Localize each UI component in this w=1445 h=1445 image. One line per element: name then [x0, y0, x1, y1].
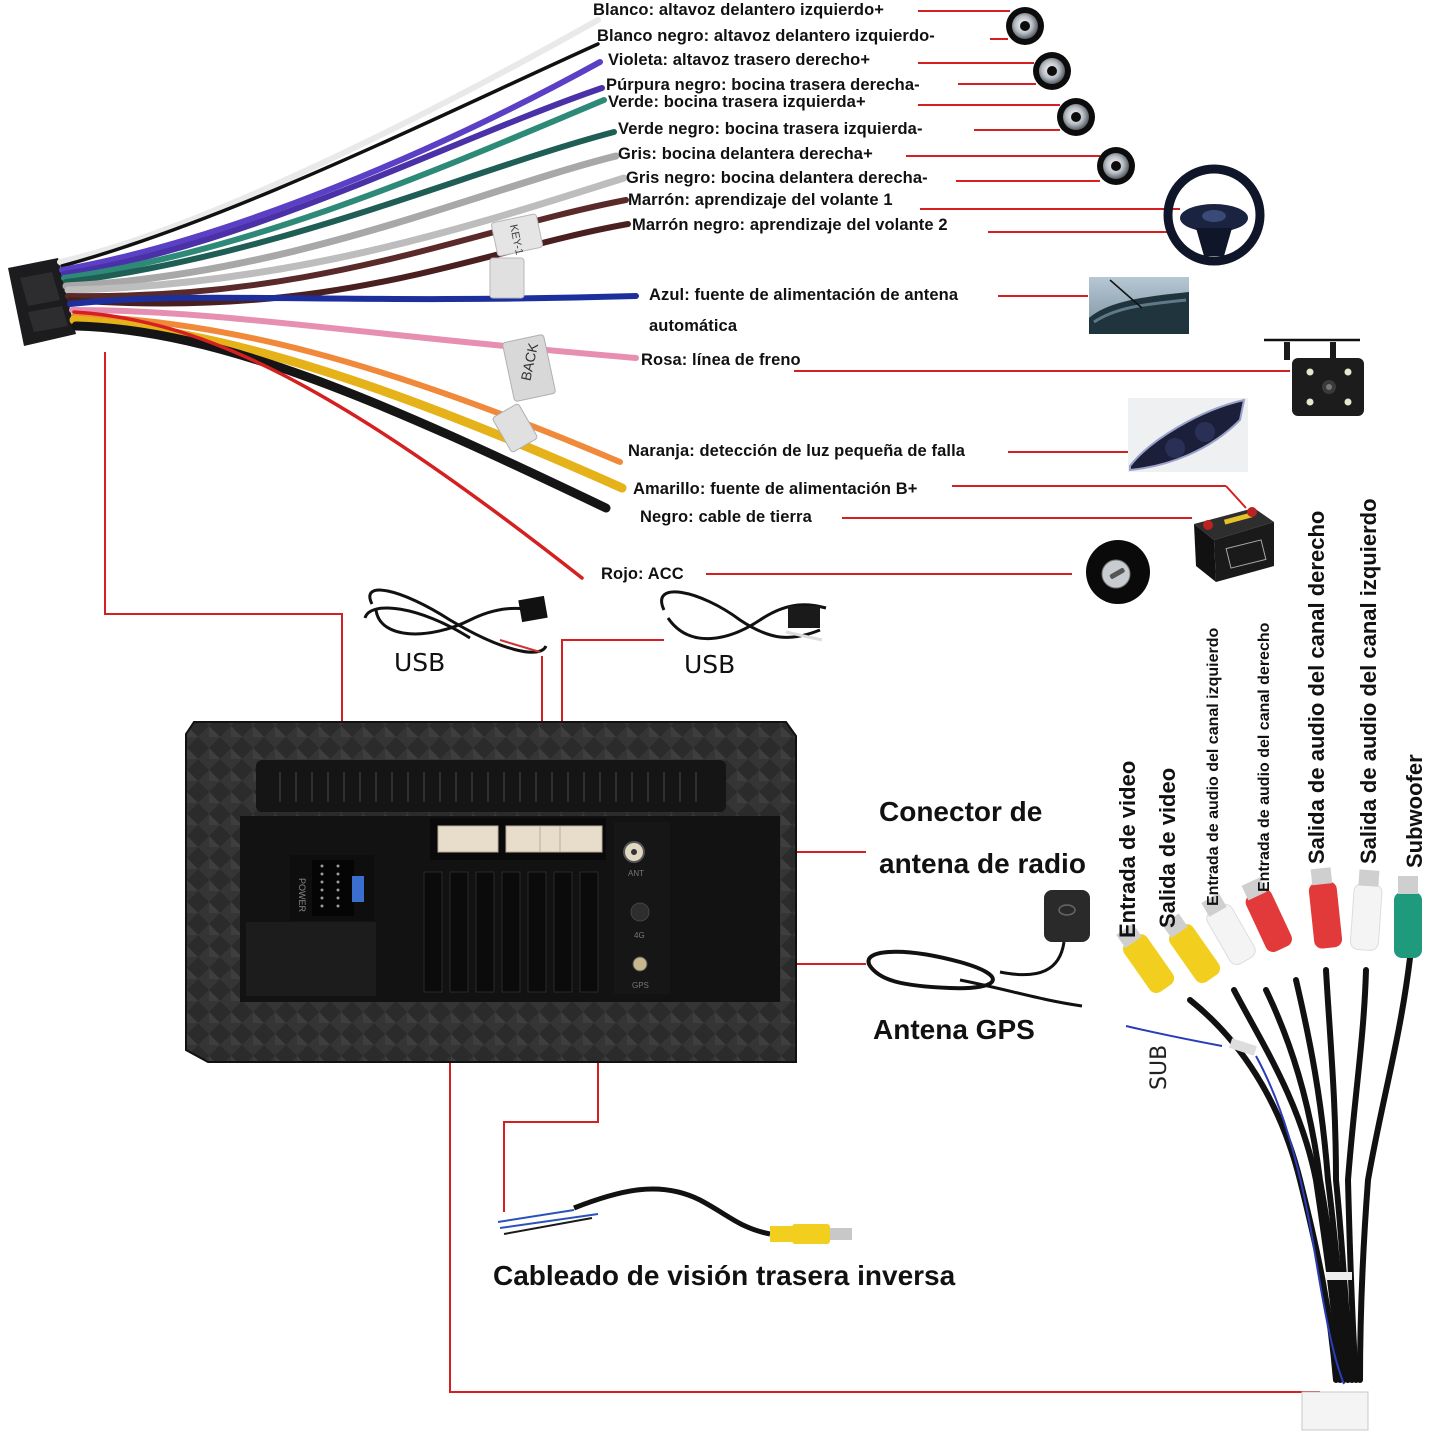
- rca-plug-subwoofer: [1394, 876, 1422, 958]
- wire-gray: [62, 152, 620, 290]
- wire-red: [72, 310, 584, 580]
- label-usb-1: USB: [394, 648, 446, 677]
- rca-plug-audio-out-left: [1349, 869, 1383, 951]
- label-wire-blue: Azul: fuente de alimentación de antena: [649, 286, 959, 304]
- wire-black: [71, 321, 611, 513]
- wire-purple-black: [61, 85, 605, 277]
- port-label-ant: ANT: [628, 869, 644, 878]
- label-wire-brown-black: Marrón negro: aprendizaje del volante 2: [632, 216, 948, 234]
- speaker-rear-right: [1033, 52, 1071, 90]
- wire-violet: [59, 59, 603, 273]
- power-antenna-photo: [1089, 277, 1189, 334]
- port-label-4g: 4G: [634, 931, 645, 940]
- label-sub-wire: SUB: [1147, 1044, 1172, 1090]
- usb-cable-2: [660, 590, 827, 642]
- label-wire-green-black: Verde negro: bocina trasera izquierda-: [618, 120, 923, 138]
- rca-plug-audio-in-left: [1201, 893, 1256, 965]
- wire-white-black: [60, 42, 600, 268]
- speaker-front-left: [1006, 7, 1044, 45]
- rca-plug-video-in: [1116, 923, 1175, 994]
- head-unit-rear: POWER ANT 4G GPS: [185, 721, 797, 1063]
- rca-plug-audio-in-right: [1241, 877, 1292, 952]
- label-usb-2: USB: [684, 650, 736, 679]
- label-wire-violet: Violeta: altavoz trasero derecho+: [608, 51, 871, 69]
- label-wire-green: Verde: bocina trasera izquierda+: [608, 93, 866, 111]
- rca-plug-audio-out-right: [1308, 867, 1343, 949]
- label-rca-video-out: Salida de video: [1155, 767, 1180, 928]
- label-gps-antenna: Antena GPS: [873, 1014, 1035, 1045]
- label-wire-orange: Naranja: detección de luz pequeña de fal…: [628, 442, 966, 460]
- iso-connector: [8, 258, 76, 346]
- label-rca-audio-out-right: Salida de audio del canal derecho: [1304, 510, 1329, 864]
- label-wire-pink: Rosa: línea de freno: [641, 351, 801, 369]
- label-radio-antenna-line1: Conector de: [879, 796, 1043, 827]
- label-wire-purple-black: Púrpura negro: bocina trasera derecha-: [606, 76, 920, 94]
- label-wire-white-black: Blanco negro: altavoz delantero izquierd…: [597, 27, 935, 45]
- label-wire-blue-line2: automática: [649, 317, 738, 335]
- label-rca-audio-out-left: Salida de audio del canal izquierdo: [1356, 498, 1381, 864]
- label-rca-subwoofer: Subwoofer: [1402, 754, 1427, 868]
- wire-green-black: [63, 129, 617, 285]
- harness-wires: [57, 17, 639, 580]
- headlight-photo: [1128, 398, 1248, 472]
- speaker-front-right: [1097, 147, 1135, 185]
- gps-antenna-device: [866, 890, 1090, 1008]
- label-wire-gray: Gris: bocina delantera derecha+: [618, 145, 873, 163]
- label-wire-gray-black: Gris negro: bocina delantera derecha-: [626, 169, 928, 187]
- tag-back: BACK: [517, 341, 541, 382]
- rca-harness: [1116, 867, 1422, 1431]
- label-rca-audio-in-right: Entrada de audio del canal derecho: [1256, 622, 1273, 892]
- wire-brown-black: [67, 221, 631, 307]
- label-radio-antenna-line2: antena de radio: [879, 848, 1086, 879]
- port-label-power: POWER: [297, 878, 307, 913]
- battery-icon: [1194, 507, 1274, 582]
- label-wire-brown: Marrón: aprendizaje del volante 1: [628, 191, 893, 209]
- label-reverse-cable: Cableado de visión trasera inversa: [493, 1260, 956, 1291]
- label-rca-audio-in-left: Entrada de audio del canal izquierdo: [1205, 627, 1222, 906]
- main-harness: KEY-1 BACK: [8, 17, 639, 580]
- rca-plug-video-out: [1162, 913, 1221, 984]
- reverse-camera-photo: [1264, 338, 1364, 416]
- wire-yellow: [69, 315, 627, 493]
- wire-tags: KEY-1 BACK: [489, 213, 556, 453]
- wire-gray-black: [64, 174, 628, 294]
- label-wire-yellow: Amarillo: fuente de alimentación B+: [633, 480, 918, 498]
- label-wire-white: Blanco: altavoz delantero izquierdo+: [593, 1, 885, 19]
- usb-cable-1: [363, 588, 548, 654]
- port-label-gps: GPS: [632, 981, 649, 990]
- steering-wheel-icon: [1163, 164, 1265, 266]
- label-rca-video-in: Entrada de video: [1115, 760, 1140, 938]
- speaker-rear-left: [1057, 98, 1095, 136]
- wire-brown: [65, 197, 629, 300]
- ignition-switch-icon: [1086, 540, 1150, 604]
- wire-green: [61, 97, 607, 281]
- label-wire-black: Negro: cable de tierra: [640, 508, 812, 526]
- reverse-camera-cable: [497, 1186, 852, 1244]
- wire-white: [57, 17, 601, 265]
- label-wire-red: Rojo: ACC: [601, 565, 684, 583]
